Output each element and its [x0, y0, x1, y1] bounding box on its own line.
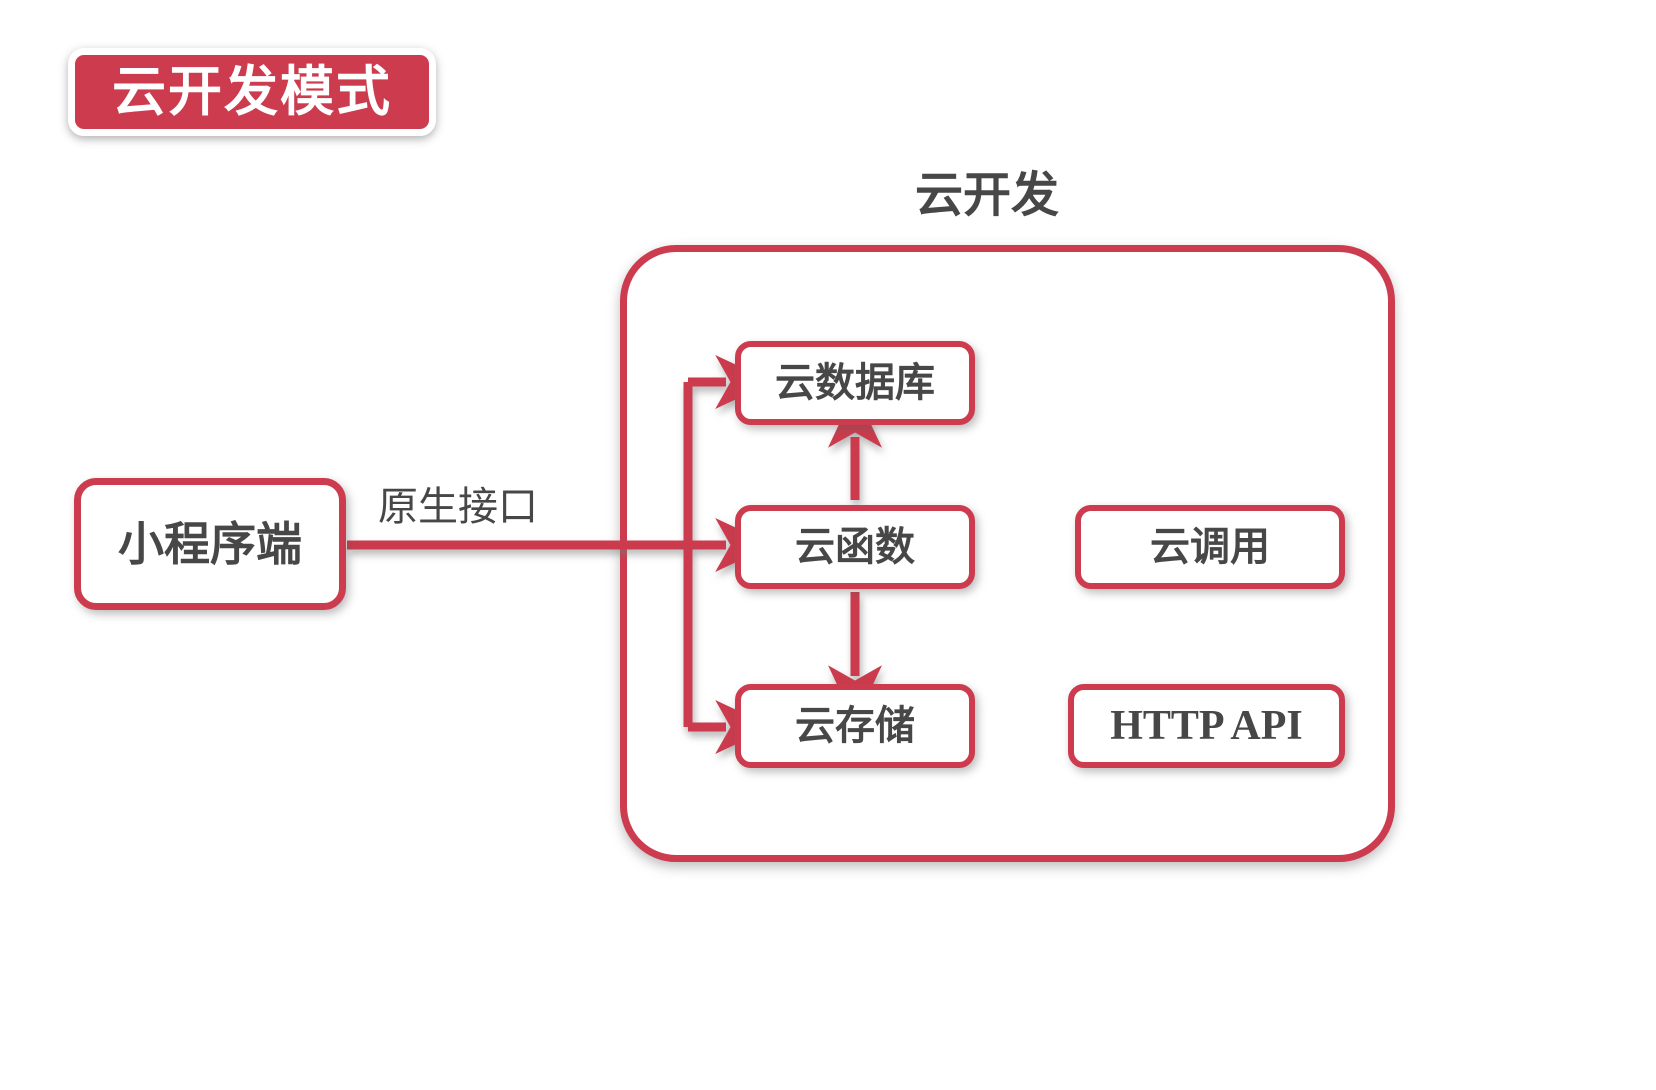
node-http-api[interactable]: HTTP API [1068, 684, 1345, 768]
node-http-api-label: HTTP API [1110, 703, 1303, 749]
node-cloud-function-label: 云函数 [795, 525, 915, 569]
title-badge: 云开发模式 [68, 48, 436, 136]
node-cloud-call[interactable]: 云调用 [1075, 505, 1345, 589]
node-cloud-function[interactable]: 云函数 [735, 505, 975, 589]
node-cloud-storage[interactable]: 云存储 [735, 684, 975, 768]
edge-label-native-api: 原生接口 [378, 485, 538, 529]
node-client-label: 小程序端 [118, 518, 302, 570]
node-cloud-database[interactable]: 云数据库 [735, 341, 975, 425]
section-label-cloud-development: 云开发 [915, 169, 1060, 222]
node-cloud-database-label: 云数据库 [775, 361, 935, 405]
node-cloud-call-label: 云调用 [1150, 525, 1270, 569]
title-badge-label: 云开发模式 [112, 62, 392, 122]
node-cloud-storage-label: 云存储 [795, 704, 915, 748]
node-client[interactable]: 小程序端 [74, 478, 346, 610]
